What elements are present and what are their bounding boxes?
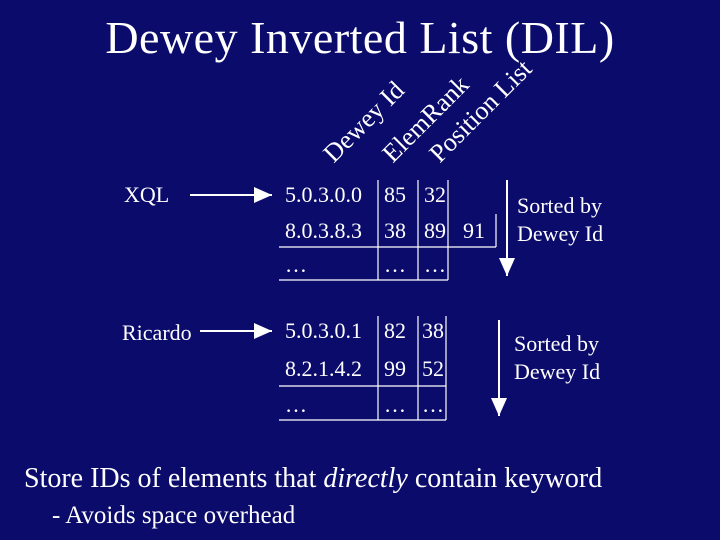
ricardo-sort-note: Sorted by Dewey Id — [514, 330, 600, 386]
xql-row2-elemrank: 38 — [384, 218, 406, 243]
ricardo-row1-elemrank: 82 — [384, 318, 406, 343]
ricardo-sort-note-line2: Dewey Id — [514, 359, 601, 384]
xql-row2-position: 89 — [424, 218, 446, 243]
footer-statement: Store IDs of elements that directly cont… — [24, 463, 602, 495]
ricardo-row3-dewey-id: … — [285, 392, 307, 417]
xql-row2-position-2: 91 — [463, 218, 485, 243]
keyword-xql: XQL — [124, 182, 170, 207]
ricardo-table-borders — [279, 316, 447, 421]
ricardo-row3-position: … — [422, 392, 444, 417]
xql-row2-dewey-id: 8.0.3.8.3 — [285, 218, 362, 243]
footer-suffix: contain keyword — [414, 463, 603, 494]
ricardo-row2-dewey-id: 8.2.1.4.2 — [285, 356, 362, 381]
xql-table-borders — [279, 180, 497, 281]
xql-sort-note: Sorted by Dewey Id — [517, 192, 603, 248]
keyword-ricardo: Ricardo — [122, 320, 192, 345]
ricardo-row2-elemrank: 99 — [384, 356, 406, 381]
xql-row1-dewey-id: 5.0.3.0.0 — [285, 182, 362, 207]
slide-title: Dewey Inverted List (DIL) — [105, 12, 615, 63]
ricardo-row2-position: 52 — [422, 356, 444, 381]
ricardo-sort-note-line1: Sorted by — [514, 331, 599, 356]
xql-row1-position: 32 — [424, 182, 446, 207]
xql-sort-note-line1: Sorted by — [517, 193, 602, 218]
xql-row3-elemrank: … — [384, 252, 406, 277]
xql-sort-note-line2: Dewey Id — [517, 221, 604, 246]
ricardo-row1-dewey-id: 5.0.3.0.1 — [285, 318, 362, 343]
footer-prefix: Store IDs of elements that — [24, 463, 317, 494]
ricardo-row1-position: 38 — [422, 318, 444, 343]
ricardo-row3-elemrank: … — [384, 392, 406, 417]
xql-row3-dewey-id: … — [285, 252, 307, 277]
xql-row1-elemrank: 85 — [384, 182, 406, 207]
footer-subpoint: - Avoids space overhead — [52, 502, 296, 529]
footer-emphasis: directly — [323, 463, 408, 494]
xql-row3-position: … — [424, 252, 446, 277]
